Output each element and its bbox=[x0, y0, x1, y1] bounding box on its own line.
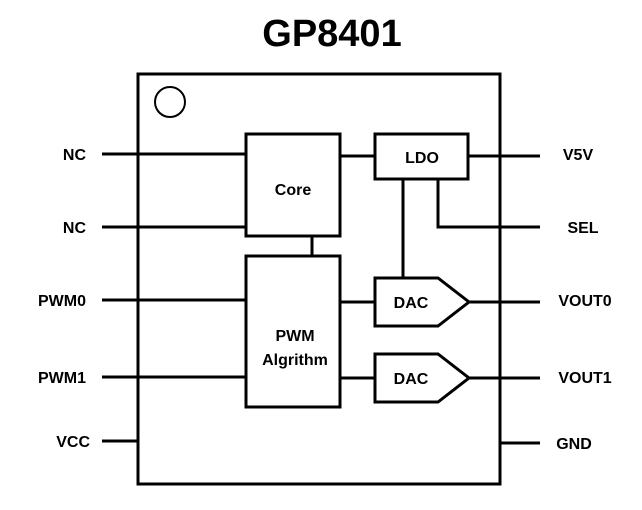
ldo-label: LDO bbox=[405, 150, 439, 167]
pwm-label-line1: PWM bbox=[275, 328, 314, 345]
dac0-block bbox=[373, 276, 472, 328]
core-block bbox=[244, 132, 342, 238]
dac0-label: DAC bbox=[394, 295, 429, 312]
pin-label-gnd: GND bbox=[556, 436, 592, 453]
pin-label-vout1: VOUT1 bbox=[558, 370, 611, 387]
pin-label-pwm0: PWM0 bbox=[38, 293, 86, 310]
core-label: Core bbox=[275, 182, 312, 199]
pin-label-vcc: VCC bbox=[56, 434, 90, 451]
pin-label-nc-2: NC bbox=[63, 220, 87, 237]
pin-label-pwm1: PWM1 bbox=[38, 370, 86, 387]
dac1-block bbox=[373, 352, 472, 404]
ldo-block bbox=[373, 132, 470, 181]
pin-label-nc-1: NC bbox=[63, 147, 87, 164]
wire-ldo-sel bbox=[436, 179, 500, 229]
pin-label-sel: SEL bbox=[567, 220, 598, 237]
pwm-label-line2: Algrithm bbox=[262, 352, 328, 369]
pwm-algorithm-block bbox=[244, 254, 342, 409]
pin-label-vout0: VOUT0 bbox=[558, 293, 611, 310]
pin1-marker bbox=[154, 86, 186, 118]
pin-label-v5v: V5V bbox=[563, 147, 594, 164]
chip-title: GP8401 bbox=[262, 13, 401, 55]
dac1-label: DAC bbox=[394, 371, 429, 388]
